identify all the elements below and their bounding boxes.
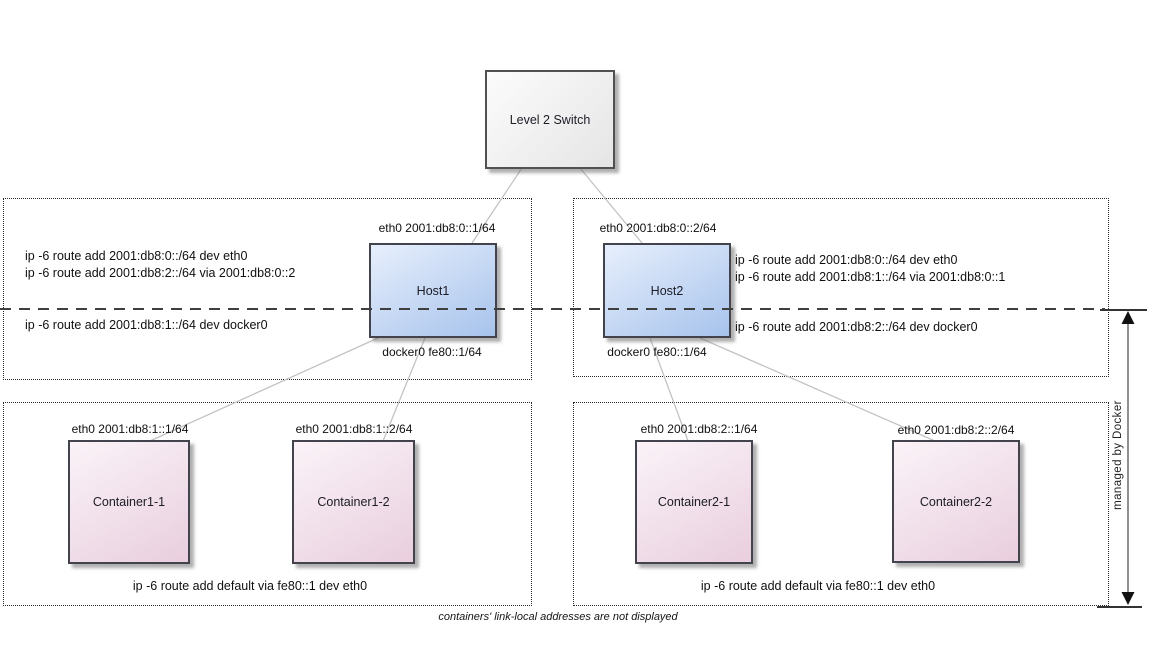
host2-label: Host2 [650, 283, 684, 298]
host2-docker0-label: docker0 fe80::1/64 [607, 345, 707, 359]
host1-node: Host1 [369, 243, 497, 338]
container2-2-label: Container2-2 [919, 494, 993, 509]
container2-1-label: Container2-1 [657, 495, 731, 509]
container1-1-label: Container1-1 [92, 495, 166, 509]
containers1-default-route: ip -6 route add default via fe80::1 dev … [132, 579, 368, 593]
container1-2-eth0-label: eth0 2001:db8:1::2/64 [295, 422, 413, 436]
container2-1-eth0-label: eth0 2001:db8:2::1/64 [640, 422, 758, 436]
switch-label: Level 2 Switch [509, 112, 591, 127]
containers2-default-route: ip -6 route add default via fe80::1 dev … [700, 579, 936, 593]
switch-node: Level 2 Switch [485, 70, 615, 169]
host2-route-line: ip -6 route add 2001:db8:0::/64 dev eth0 [735, 253, 958, 267]
container1-1-eth0-label: eth0 2001:db8:1::1/64 [71, 422, 189, 436]
host1-eth0-label: eth0 2001:db8:0::1/64 [378, 221, 496, 235]
host1-docker0-label: docker0 fe80::1/64 [382, 345, 482, 359]
container1-2-label: Container1-2 [317, 495, 390, 509]
arrow-head-up-icon [1121, 311, 1135, 324]
host2-route-line: ip -6 route add 2001:db8:1::/64 via 2001… [735, 270, 1006, 284]
container1-2-node: Container1-2 [292, 440, 415, 564]
host1-route-below-boundary: ip -6 route add 2001:db8:1::/64 dev dock… [25, 318, 268, 332]
host2-route-below-boundary: ip -6 route add 2001:db8:2::/64 dev dock… [735, 320, 978, 334]
container2-2-node: Container2-2 [892, 440, 1020, 563]
host1-label: Host1 [416, 283, 450, 298]
arrow-head-down-icon [1121, 592, 1135, 605]
container2-2-eth0-label: eth0 2001:db8:2::2/64 [897, 423, 1015, 437]
managed-by-docker-label: managed by Docker [1112, 400, 1124, 510]
host1-route-line: ip -6 route add 2001:db8:2::/64 via 2001… [25, 266, 296, 280]
host2-node: Host2 [603, 243, 731, 338]
host1-routes-above-boundary: ip -6 route add 2001:db8:0::/64 dev eth0… [25, 248, 295, 282]
footnote-text: containers' link-local addresses are not… [438, 611, 678, 623]
host2-eth0-label: eth0 2001:db8:0::2/64 [599, 221, 717, 235]
host2-routes-above-boundary: ip -6 route add 2001:db8:0::/64 dev eth0… [735, 252, 1005, 286]
host1-route-line: ip -6 route add 2001:db8:0::/64 dev eth0 [25, 249, 248, 263]
container1-1-node: Container1-1 [68, 440, 190, 564]
container2-1-node: Container2-1 [635, 440, 753, 564]
